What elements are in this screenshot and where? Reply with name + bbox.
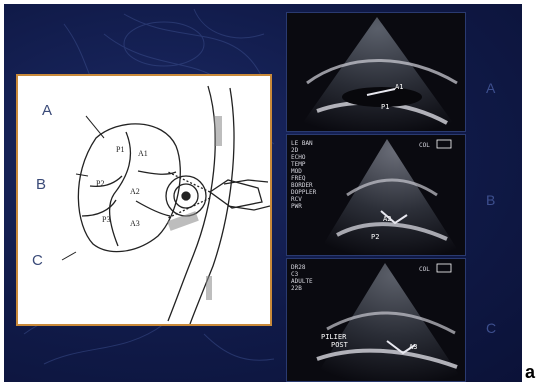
segment-p2-label: P2 [96, 179, 104, 188]
segment-a3-label: A3 [130, 219, 140, 228]
svg-text:LE BAN: LE BAN [291, 140, 313, 147]
echo-middle-info: LE BAN 2D ECHO TEMP MOD FREQ BORDER DOPP… [291, 140, 317, 210]
side-label-b: B [486, 192, 495, 208]
svg-text:DOPPLER: DOPPLER [291, 189, 317, 196]
svg-text:TEMP: TEMP [291, 161, 306, 168]
echo-middle-tag-p2: P2 [371, 233, 379, 241]
svg-text:FREQ: FREQ [291, 175, 306, 182]
svg-text:DR28: DR28 [291, 264, 306, 271]
svg-text:ADULTE: ADULTE [291, 278, 313, 285]
svg-text:PWR: PWR [291, 203, 302, 210]
svg-text:BORDER: BORDER [291, 182, 313, 189]
echo-image-top: A1 P1 [286, 12, 466, 132]
svg-text:2D: 2D [291, 147, 299, 154]
echo-bottom-tag-pilier: PILIER [321, 333, 347, 341]
svg-text:MOD: MOD [291, 168, 302, 175]
echo-bottom-col-badge: COL [419, 266, 430, 273]
figure-letter: a [525, 362, 535, 383]
segment-a1-label: A1 [138, 149, 148, 158]
echo-bottom-info: DR28 C3 ADULTE 22B [291, 264, 313, 292]
segment-p1-label: P1 [116, 145, 124, 154]
svg-text:RCV: RCV [291, 196, 302, 203]
echo-top-tag-a1: A1 [395, 83, 403, 91]
mitral-valve-diagram-panel: P1 P2 P3 A1 A2 A3 A B C [16, 74, 272, 326]
mitral-valve-drawing: P1 P2 P3 A1 A2 A3 [18, 76, 270, 324]
svg-text:22B: 22B [291, 285, 302, 292]
svg-text:ECHO: ECHO [291, 154, 306, 161]
echo-image-middle: COL A2 P2 LE BAN 2D ECHO TEMP MOD FREQ B… [286, 134, 466, 256]
echo-bottom-tag-a3: A3 [409, 343, 417, 351]
side-label-a: A [486, 80, 495, 96]
echo-middle-tag-a2: A2 [383, 215, 391, 223]
presentation-slide: P1 P2 P3 A1 A2 A3 A B C [4, 4, 522, 382]
diagram-label-c: C [32, 252, 43, 269]
segment-a2-label: A2 [130, 187, 140, 196]
segment-p3-label: P3 [102, 215, 110, 224]
side-label-c: C [486, 320, 496, 336]
echo-middle-col-badge: COL [419, 142, 430, 149]
echo-top-tag-p1: P1 [381, 103, 389, 111]
echo-bottom-tag-post: POST [331, 341, 349, 349]
diagram-label-a: A [42, 102, 52, 119]
svg-text:C3: C3 [291, 271, 299, 278]
echocardiogram-column: A1 P1 COL A2 P [286, 12, 466, 382]
diagram-label-b: B [36, 176, 46, 193]
echo-image-bottom: COL PILIER POST A3 DR28 C3 ADULTE 22B [286, 258, 466, 382]
